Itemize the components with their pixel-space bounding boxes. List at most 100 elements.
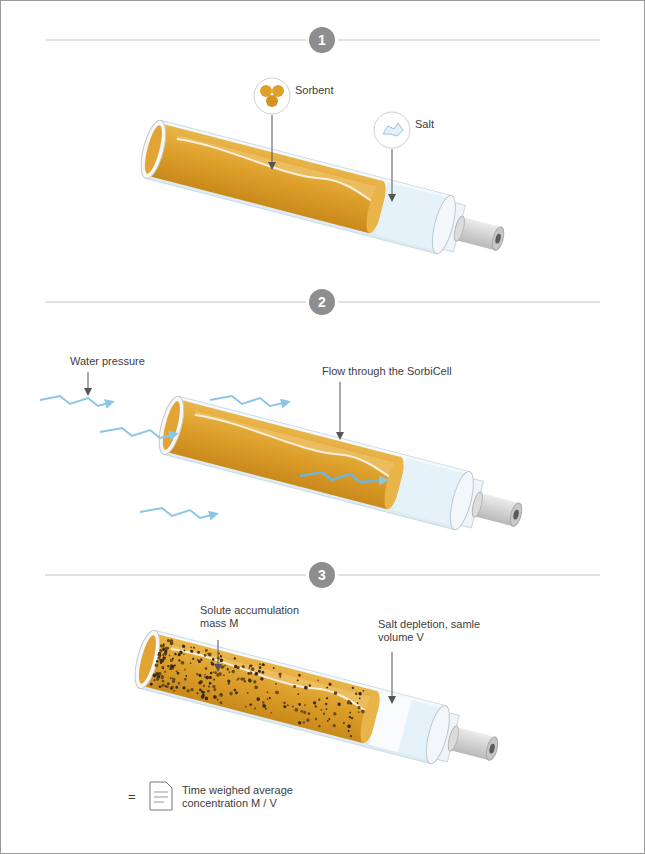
solute-dot: [164, 650, 168, 654]
solute-dot: [224, 665, 226, 667]
solute-dot: [298, 703, 301, 706]
solute-dot: [327, 720, 329, 722]
sorbent-icon: [260, 85, 272, 97]
solute-dot: [302, 721, 305, 724]
leader-arrows: [218, 640, 392, 702]
solute-dot: [219, 658, 223, 662]
solute-dot: [333, 691, 337, 695]
solute-dot: [158, 653, 162, 657]
solute-dot: [184, 678, 187, 681]
solute-dot: [193, 646, 196, 649]
step-number-text: 2: [318, 294, 326, 310]
water-arrows: [210, 396, 288, 406]
solute-dot: [351, 686, 354, 689]
water-arrows: [40, 396, 112, 406]
solute-dot: [210, 672, 213, 675]
solute-dot: [161, 648, 163, 650]
annotation: Salt depletion, samle volume V: [378, 618, 508, 644]
solute-dot: [350, 735, 353, 738]
solute-dot: [298, 674, 301, 677]
solute-dot: [250, 664, 253, 667]
sorbent-icon: [254, 78, 290, 168]
solute-dot: [347, 700, 351, 704]
solute-dot: [248, 667, 250, 669]
solute-dot: [228, 671, 230, 673]
sorbicell-3: [130, 628, 504, 779]
sorbicell-2: [154, 394, 528, 545]
solute-dot: [198, 674, 201, 677]
solute-dot: [249, 665, 251, 667]
solute-dot: [229, 691, 233, 695]
solute-dot: [254, 707, 256, 709]
solute-dot: [178, 659, 181, 662]
result-note: Time weighed average concentration M / V: [182, 784, 332, 810]
solute-dot: [155, 663, 159, 667]
solute-dot: [204, 674, 206, 676]
solute-dot: [356, 702, 358, 704]
solute-dot: [261, 671, 264, 674]
solute-dot: [160, 675, 164, 679]
solute-dot: [259, 663, 261, 665]
solute-dot: [171, 679, 175, 683]
solute-dot: [323, 712, 326, 715]
solute-dot: [170, 677, 172, 679]
solute-dot: [355, 692, 358, 695]
solute-dot: [186, 689, 190, 693]
solute-dot: [249, 703, 252, 706]
solute-dot: [307, 712, 310, 715]
solute-dot: [266, 691, 268, 693]
solute-dot: [213, 688, 217, 692]
solute-dot: [159, 659, 163, 663]
solute-dot: [205, 675, 209, 679]
solute-dot: [213, 695, 218, 700]
solute-dot: [153, 679, 155, 681]
solute-dot: [304, 704, 306, 706]
solute-dot: [283, 705, 287, 709]
solute-dot: [278, 672, 282, 676]
solute-dot: [207, 652, 209, 654]
solute-dot: [161, 666, 164, 669]
solute-dot: [196, 673, 199, 676]
solute-dot: [258, 669, 262, 673]
solute-dot: [359, 697, 361, 699]
annotation: Flow through the SorbiCell: [322, 365, 452, 378]
solute-dot: [235, 691, 239, 695]
solute-dot: [317, 679, 319, 681]
solute-dot: [208, 685, 211, 688]
sorbent-icon: [266, 95, 278, 107]
solute-dot: [157, 653, 161, 657]
solute-dot: [203, 685, 206, 688]
solute-dot: [308, 684, 311, 687]
solute-dot: [245, 706, 247, 708]
solute-dot: [231, 669, 235, 673]
solute-dot: [256, 697, 260, 701]
solute-dot: [325, 702, 328, 705]
solute-dot: [315, 718, 318, 721]
solute-dot: [325, 708, 327, 710]
solute-dot: [220, 655, 223, 658]
part-label: Salt: [415, 118, 434, 131]
solute-dot: [318, 698, 321, 701]
solute-dot: [162, 667, 164, 669]
solute-dot: [223, 674, 225, 676]
solute-dot: [173, 690, 175, 692]
solute-dot: [155, 677, 159, 681]
sorbicell-2: [154, 394, 528, 545]
solute-dot: [154, 664, 158, 668]
solute-dot: [219, 701, 223, 705]
solute-dot: [347, 730, 350, 733]
solute-dot: [270, 712, 272, 714]
solute-dot: [217, 699, 219, 701]
step-number-text: 3: [318, 567, 326, 583]
solute-dot: [170, 664, 175, 669]
solute-dot: [212, 658, 215, 661]
water-arrows: [300, 472, 386, 482]
document-icon: [154, 797, 168, 798]
solute-dot: [164, 646, 168, 650]
solute-dot: [210, 661, 213, 664]
solute-dot: [275, 690, 280, 695]
solute-dot: [184, 669, 186, 671]
solute-dot: [180, 661, 184, 665]
solute-dot: [254, 672, 259, 677]
solute-dot: [337, 702, 341, 706]
